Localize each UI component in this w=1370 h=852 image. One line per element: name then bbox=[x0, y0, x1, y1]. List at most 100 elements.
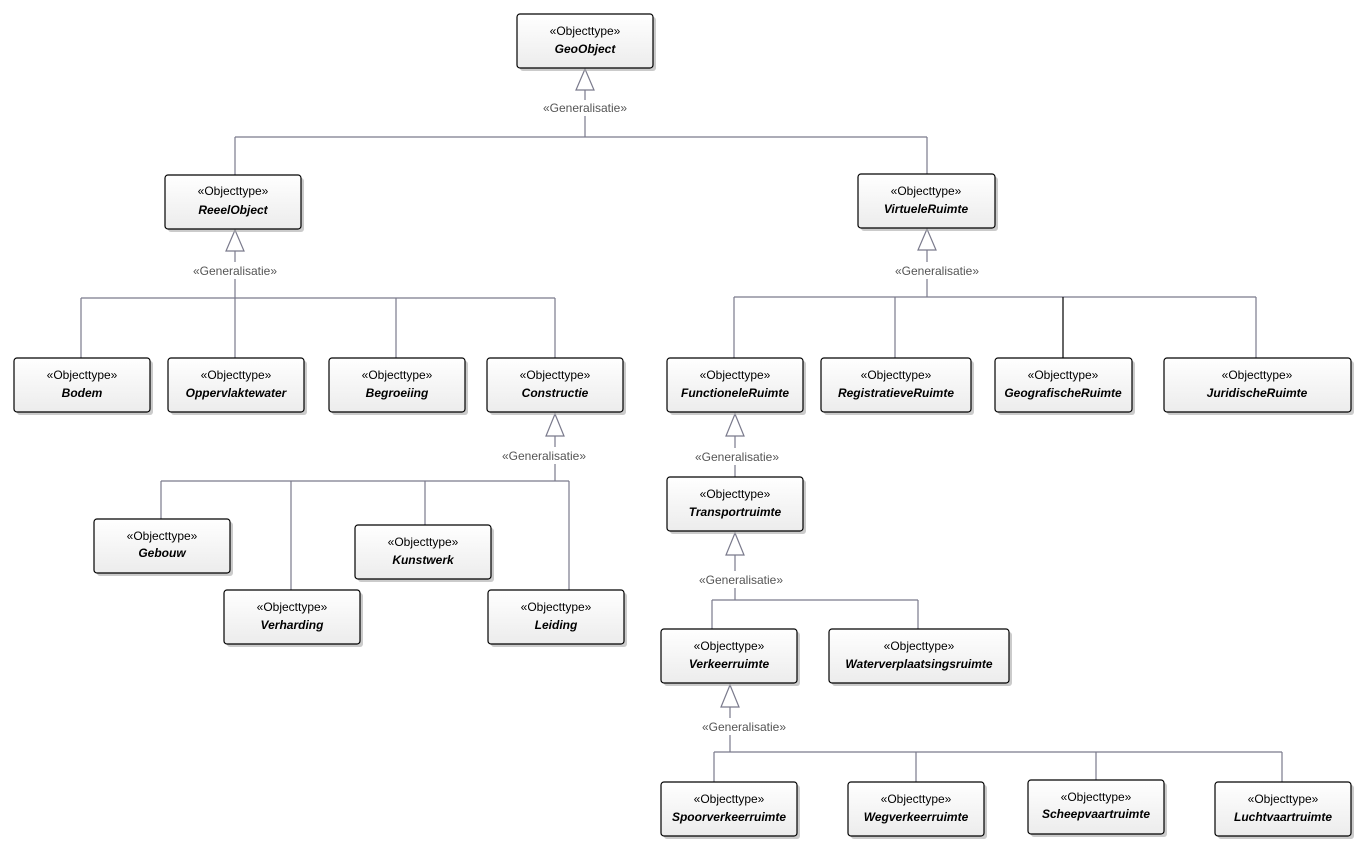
class-name: GeografischeRuimte bbox=[1004, 386, 1122, 400]
class-name: Oppervlaktewater bbox=[186, 386, 288, 400]
gen-line-constructie[interactable] bbox=[160, 436, 570, 590]
class-box bbox=[1163, 357, 1352, 413]
stereotype-label: «Objecttype» bbox=[362, 368, 433, 382]
class-box bbox=[167, 357, 305, 413]
class-oppervlaktewater[interactable]: «Objecttype» Oppervlaktewater bbox=[167, 357, 307, 415]
class-box bbox=[487, 589, 625, 645]
class-spoorverkeerruimte[interactable]: «Objecttype» Spoorverkeerruimte bbox=[660, 781, 800, 839]
generalisation-label: «Generalisatie» bbox=[699, 573, 783, 587]
stereotype-label: «Objecttype» bbox=[1248, 792, 1319, 806]
class-name: Wegverkeerruimte bbox=[864, 810, 969, 824]
class-geografischeruimte[interactable]: «Objecttype» GeografischeRuimte bbox=[994, 357, 1135, 415]
class-name: Leiding bbox=[535, 618, 578, 632]
gen-line-verkeerruimte[interactable] bbox=[713, 707, 1283, 782]
stereotype-label: «Objecttype» bbox=[388, 535, 459, 549]
generalisation-label: «Generalisatie» bbox=[895, 264, 979, 278]
stereotype-label: «Objecttype» bbox=[47, 368, 118, 382]
stereotype-label: «Objecttype» bbox=[700, 368, 771, 382]
class-box bbox=[820, 357, 972, 413]
class-name: Bodem bbox=[62, 386, 103, 400]
stereotype-label: «Objecttype» bbox=[127, 529, 198, 543]
class-name: Gebouw bbox=[138, 546, 186, 560]
class-box bbox=[1214, 781, 1352, 837]
stereotype-label: «Objecttype» bbox=[884, 639, 955, 653]
stereotype-label: «Objecttype» bbox=[891, 184, 962, 198]
connectors bbox=[80, 90, 1283, 782]
class-name: RegistratieveRuimte bbox=[838, 386, 954, 400]
class-geoobject[interactable]: «Objecttype» GeoObject bbox=[516, 13, 656, 71]
class-registratieveruimte[interactable]: «Objecttype» RegistratieveRuimte bbox=[820, 357, 974, 415]
class-functioneleruimte[interactable]: «Objecttype» FunctioneleRuimte bbox=[666, 357, 806, 415]
stereotype-label: «Objecttype» bbox=[694, 639, 765, 653]
class-name: GeoObject bbox=[555, 42, 617, 56]
class-box bbox=[486, 357, 624, 413]
class-box bbox=[847, 781, 985, 837]
generalisation-label: «Generalisatie» bbox=[193, 264, 277, 278]
arrowhead-icon bbox=[725, 531, 745, 556]
stereotype-label: «Objecttype» bbox=[521, 600, 592, 614]
class-verharding[interactable]: «Objecttype» Verharding bbox=[223, 589, 363, 647]
class-box bbox=[223, 589, 361, 645]
stereotype-label: «Objecttype» bbox=[1061, 790, 1132, 804]
class-name: JuridischeRuimte bbox=[1207, 386, 1308, 400]
gen-line-reeelobject[interactable] bbox=[80, 251, 556, 358]
stereotype-label: «Objecttype» bbox=[700, 487, 771, 501]
arrowhead-icon bbox=[225, 228, 245, 252]
class-box bbox=[13, 357, 151, 413]
class-name: Scheepvaartruimte bbox=[1042, 807, 1150, 821]
generalisation-arrowheads bbox=[225, 67, 937, 708]
class-wegverkeerruimte[interactable]: «Objecttype» Wegverkeerruimte bbox=[847, 781, 987, 839]
class-juridischeruimte[interactable]: «Objecttype» JuridischeRuimte bbox=[1163, 357, 1354, 415]
class-box bbox=[660, 781, 798, 837]
class-gebouw[interactable]: «Objecttype» Gebouw bbox=[93, 518, 233, 576]
class-luchtvaartruimte[interactable]: «Objecttype» Luchtvaartruimte bbox=[1214, 781, 1354, 839]
generalisation-label: «Generalisatie» bbox=[543, 101, 627, 115]
class-transportruimte[interactable]: «Objecttype» Transportruimte bbox=[666, 476, 806, 534]
class-name: Luchtvaartruimte bbox=[1234, 810, 1332, 824]
class-virtueleruimte[interactable]: «Objecttype» VirtueleRuimte bbox=[857, 173, 998, 231]
stereotype-label: «Objecttype» bbox=[550, 24, 621, 38]
class-leiding[interactable]: «Objecttype» Leiding bbox=[487, 589, 627, 647]
arrowhead-icon bbox=[545, 412, 565, 437]
generalisation-label: «Generalisatie» bbox=[702, 720, 786, 734]
class-box bbox=[660, 628, 798, 684]
gen-line-geoobject[interactable] bbox=[234, 90, 928, 175]
class-waterverplaatsingsruimte[interactable]: «Objecttype» Waterverplaatsingsruimte bbox=[828, 628, 1012, 686]
arrowhead-icon bbox=[917, 227, 937, 251]
class-box bbox=[354, 524, 492, 580]
arrowhead-icon bbox=[725, 412, 745, 437]
class-name: Transportruimte bbox=[689, 505, 782, 519]
class-verkeerruimte[interactable]: «Objecttype» Verkeerruimte bbox=[660, 628, 800, 686]
arrowhead-icon bbox=[720, 683, 740, 708]
class-box bbox=[93, 518, 231, 574]
class-kunstwerk[interactable]: «Objecttype» Kunstwerk bbox=[354, 524, 494, 582]
class-begroeiing[interactable]: «Objecttype» Begroeiing bbox=[328, 357, 468, 415]
class-scheepvaartruimte[interactable]: «Objecttype» Scheepvaartruimte bbox=[1027, 779, 1167, 837]
gen-line-transportruimte[interactable] bbox=[711, 555, 919, 629]
class-box bbox=[857, 173, 996, 229]
class-name: Spoorverkeerruimte bbox=[672, 810, 786, 824]
generalisation-label: «Generalisatie» bbox=[502, 449, 586, 463]
arrowhead-icon bbox=[575, 67, 595, 91]
class-constructie[interactable]: «Objecttype» Constructie bbox=[486, 357, 626, 415]
generalisation-label: «Generalisatie» bbox=[695, 450, 779, 464]
class-box bbox=[164, 174, 302, 230]
class-box bbox=[994, 357, 1133, 413]
class-reeelobject[interactable]: «Objecttype» ReeelObject bbox=[164, 174, 304, 232]
class-name: Begroeiing bbox=[366, 386, 429, 400]
stereotype-label: «Objecttype» bbox=[694, 792, 765, 806]
stereotype-label: «Objecttype» bbox=[201, 368, 272, 382]
class-box bbox=[666, 357, 804, 413]
class-name: ReeelObject bbox=[198, 203, 268, 217]
class-box bbox=[328, 357, 466, 413]
class-bodem[interactable]: «Objecttype» Bodem bbox=[13, 357, 153, 415]
gen-line-virtueleruimte[interactable] bbox=[733, 250, 1257, 358]
stereotype-label: «Objecttype» bbox=[881, 792, 952, 806]
stereotype-label: «Objecttype» bbox=[861, 368, 932, 382]
class-box bbox=[828, 628, 1010, 684]
class-name: Verkeerruimte bbox=[689, 657, 770, 671]
stereotype-label: «Objecttype» bbox=[1028, 368, 1099, 382]
class-name: Kunstwerk bbox=[392, 553, 455, 567]
class-name: Verharding bbox=[261, 618, 325, 632]
